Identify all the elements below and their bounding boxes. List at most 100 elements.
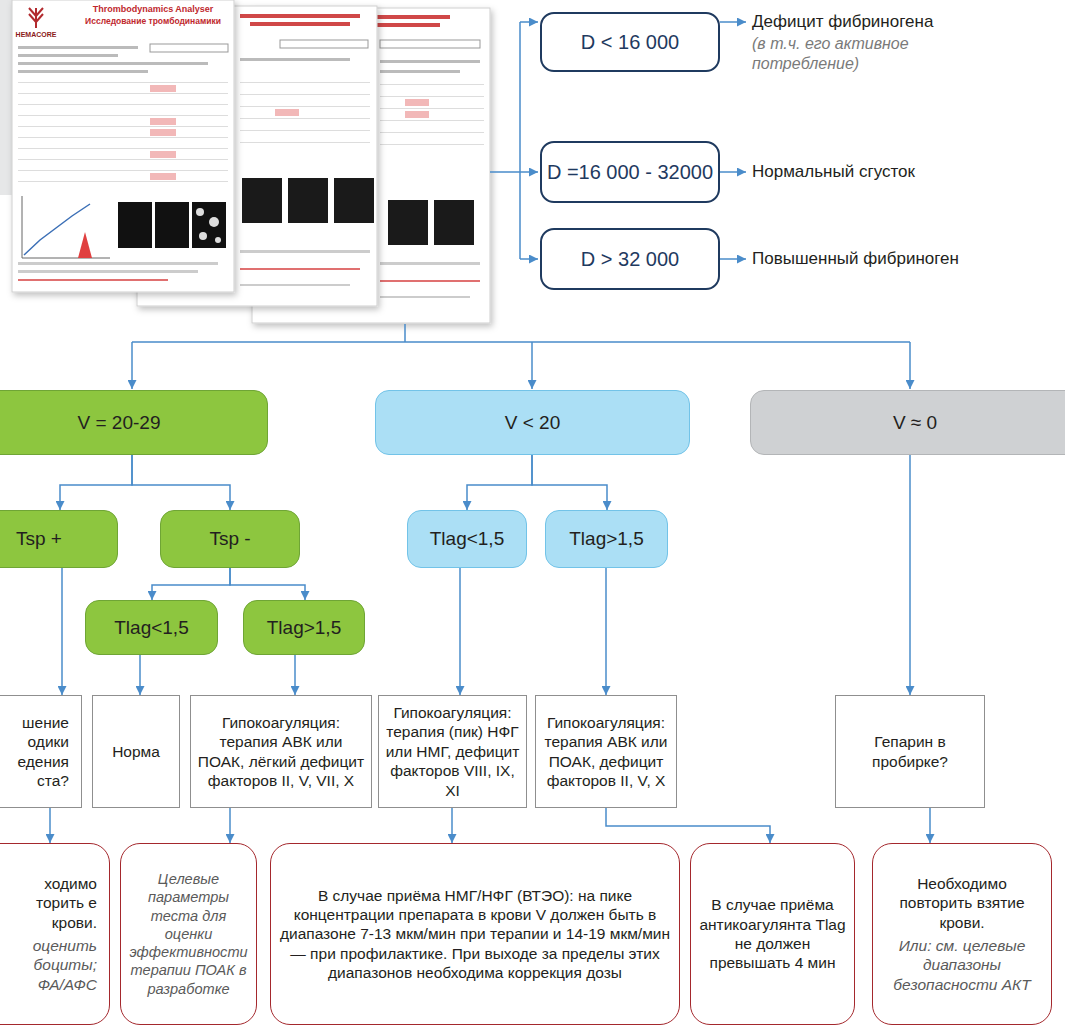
note-text: Исследование тромбодинамики — [76, 16, 230, 27]
row-bar — [18, 262, 218, 265]
row-line — [18, 82, 228, 83]
clot-image — [334, 178, 374, 223]
title-bar — [250, 22, 350, 26]
note-text: Повышенный фибриноген — [752, 248, 1052, 269]
graph-axes — [22, 196, 110, 258]
density-box: D < 16 000 — [540, 12, 720, 72]
box-text: V = 20-29 — [0, 411, 263, 435]
flow-arrow — [61, 568, 63, 695]
row-line — [18, 126, 228, 127]
box-text: Tlag<1,5 — [90, 616, 213, 640]
box-text: Гипокоагуляция: терапия АВК или ПОАК, лё… — [197, 713, 365, 791]
box-text: В случае приёма НМГ/НФГ (ВТЭО): на пике … — [279, 886, 671, 983]
blue-branch-box: V < 20 — [375, 390, 690, 455]
alert-cell — [405, 111, 429, 118]
alert-cell — [150, 118, 176, 125]
clot-image — [388, 200, 428, 245]
box-text: D =16 000 - 32000 — [546, 160, 714, 185]
branch-arrow — [520, 258, 538, 260]
row-line — [240, 118, 370, 119]
row-bar — [18, 54, 118, 57]
box-text: V < 20 — [380, 411, 685, 435]
row-bar — [380, 60, 480, 63]
row-line — [240, 106, 370, 107]
box-text: Tlag>1,5 — [248, 616, 360, 640]
box-text: D < 16 000 — [546, 30, 714, 55]
date-box — [280, 40, 368, 48]
box-text: В случае приёма антикоагулянта Tlag не д… — [699, 895, 846, 973]
trunk-arrow — [131, 342, 133, 389]
row-line — [380, 132, 484, 133]
row-line — [18, 170, 228, 171]
flow-arrow — [532, 455, 607, 510]
box-text: Tlag<1,5 — [412, 527, 522, 551]
blue-branch-box: Tlag<1,5 — [407, 510, 527, 568]
row-bar — [18, 70, 148, 73]
flow-arrow — [459, 568, 461, 695]
clot-image — [434, 200, 474, 245]
clot-image — [118, 202, 152, 248]
green-branch-box: Tlag>1,5 — [243, 600, 365, 655]
box-text: Tlag>1,5 — [550, 527, 663, 551]
density-box: D > 32 000 — [540, 228, 720, 290]
box-text: Норма — [99, 742, 173, 761]
alert-cell — [150, 129, 176, 136]
recommendation-box: В случае приёма антикоагулянта Tlag не д… — [690, 843, 855, 1025]
clot-spot — [215, 237, 221, 243]
row-bar — [240, 284, 350, 286]
result-arrow — [720, 171, 746, 173]
box-text: D > 32 000 — [546, 247, 714, 272]
green-branch-box: Tsp + — [0, 510, 118, 568]
graph-peak — [78, 232, 92, 258]
flow-arrow — [230, 568, 305, 600]
tree-lines — [132, 22, 910, 389]
row-bar — [240, 58, 350, 61]
branch-line — [490, 22, 520, 259]
trunk-line — [132, 324, 910, 342]
note-bar — [240, 268, 360, 270]
clot-image — [288, 178, 328, 223]
row-line — [240, 142, 370, 143]
box-text: Гипокоагуляция: терапия (пик) НФГ или НМ… — [385, 703, 520, 800]
alert-cell — [275, 109, 299, 116]
recommendation-box: В случае приёма НМГ/НФГ (ВТЭО): на пике … — [270, 843, 680, 1025]
box-text: ходимо торить е крови. — [23, 874, 97, 932]
green-branch-box: Tsp - — [160, 510, 300, 568]
row-line — [380, 96, 484, 97]
recommendation-box: Целевые параметры теста для оценки эффек… — [120, 843, 257, 1025]
recommendation-box: Необходимо повторить взятие крови.Или: с… — [872, 843, 1052, 1025]
note-bar — [380, 280, 480, 282]
result-arrow — [720, 21, 746, 23]
alert-cell — [150, 173, 176, 180]
trunk-arrow — [909, 342, 911, 389]
density-box: D =16 000 - 32000 — [540, 141, 720, 203]
row-bar — [380, 296, 470, 298]
grey-branch-box: V ≈ 0 — [750, 390, 1065, 455]
date-box — [380, 40, 480, 48]
note-text: Thrombodynamics Analyser — [76, 4, 230, 15]
alert-cell — [405, 99, 429, 106]
green-branch-box: Tlag<1,5 — [85, 600, 218, 655]
box-text: V ≈ 0 — [755, 411, 1065, 435]
recommendation-box: ходимо торить е крови.оценить боциты; ФА… — [0, 843, 110, 1025]
flow-arrow — [49, 808, 51, 843]
flow-arrow — [606, 808, 770, 843]
clot-image — [155, 202, 189, 248]
trunk-arrow — [531, 342, 533, 389]
conclusion-box: Гипокоагуляция: терапия АВК или ПОАК, лё… — [190, 695, 372, 808]
flow-arrow — [467, 455, 532, 510]
note-text: Нормальный сгусток — [752, 161, 1052, 182]
conclusion-box: Гипокоагуляция: терапия (пик) НФГ или НМ… — [378, 695, 527, 808]
flow-arrow — [451, 808, 453, 843]
note-text: Дефицит фибриногена — [752, 11, 1052, 32]
row-line — [18, 159, 228, 160]
conclusion-box: Гепарин в пробирке? — [835, 695, 985, 808]
box-text: шение одики едения ста? — [11, 713, 69, 791]
flow-arrow — [152, 568, 230, 600]
logo-mark — [29, 8, 43, 28]
box-text: Tsp - — [165, 527, 295, 551]
row-line — [18, 104, 228, 105]
row-line — [380, 120, 484, 121]
row-bar — [18, 46, 138, 49]
